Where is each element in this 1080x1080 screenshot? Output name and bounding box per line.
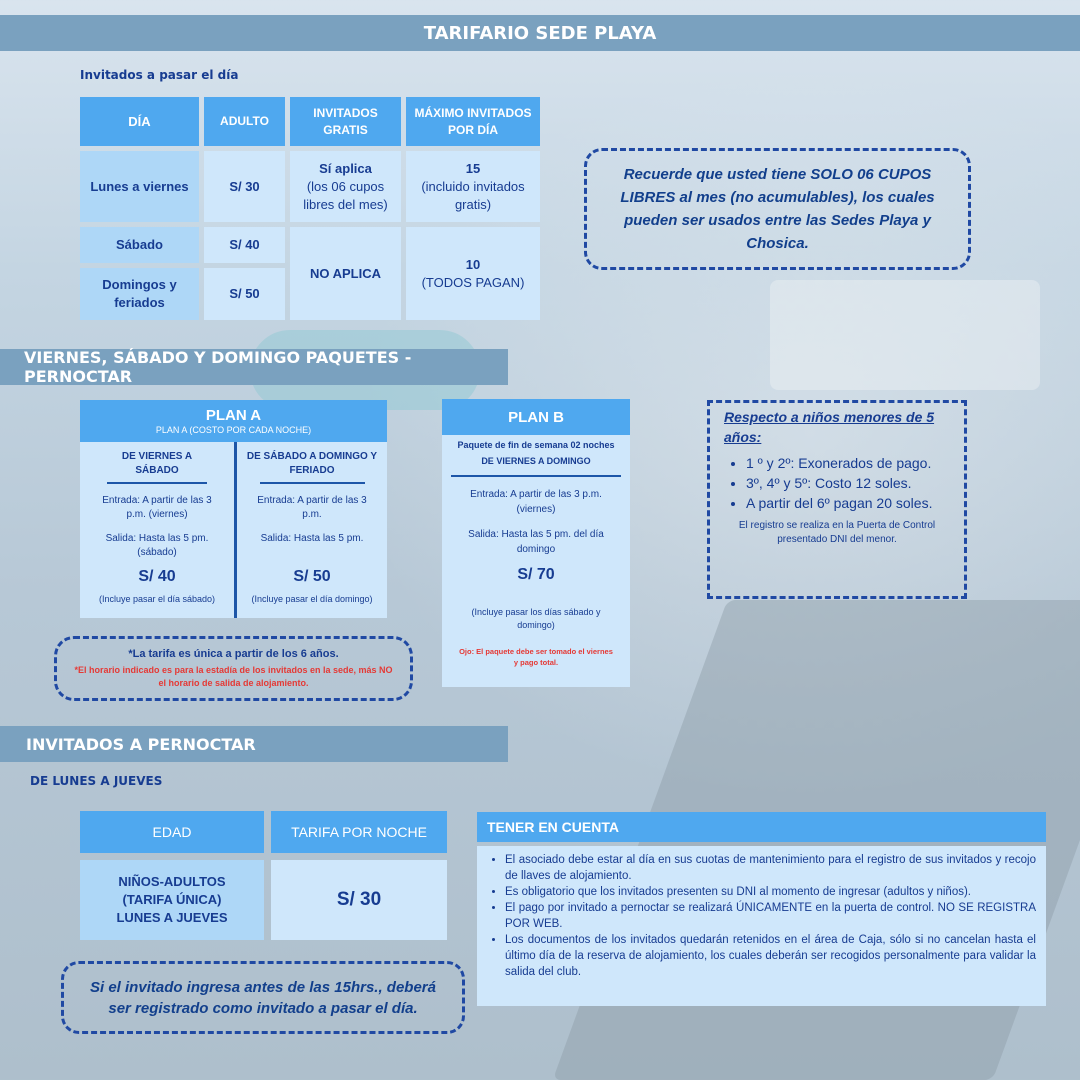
row-sunday-adult: S/ 50 [204, 268, 285, 320]
day-section-subtitle: Invitados a pasar el día [80, 68, 239, 82]
page-title: TARIFARIO SEDE PLAYA [423, 22, 657, 44]
packages-band: VIERNES, SÁBADO Y DOMINGO PAQUETES - PER… [0, 348, 508, 386]
cupos-note: Recuerde que usted tiene SOLO 06 CUPOS L… [620, 166, 935, 252]
overnight-header-rate: TARIFA POR NOCHE [271, 811, 447, 853]
packages-title: VIERNES, SÁBADO Y DOMINGO PAQUETES - PER… [24, 348, 412, 386]
overnight-age-cell: NIÑOS-ADULTOS (TARIFA ÚNICA) LUNES A JUE… [80, 860, 264, 940]
row-weekday-day: Lunes a viernes [80, 151, 199, 222]
plan-a-body: DE VIERNES A SÁBADO Entrada: A partir de… [80, 442, 387, 618]
weekend-max-cell: 10(TODOS PAGAN) [406, 227, 540, 320]
plan-a-col2: DE SÁBADO A DOMINGO Y FERIADO Entrada: A… [246, 451, 378, 604]
plan-a-header: PLAN A PLAN A (COSTO POR CADA NOCHE) [80, 400, 387, 442]
tarifa-note-box: *La tarifa es única a partir de los 6 añ… [54, 636, 413, 701]
background-building [770, 280, 1040, 390]
overnight-title: INVITADOS A PERNOCTAR [26, 734, 256, 754]
tarifa-note-line2: *El horario indicado es para la estadía … [74, 664, 393, 688]
overnight-note-box: Si el invitado ingresa antes de las 15hr… [61, 961, 465, 1034]
day-header-adult: ADULTO [204, 97, 285, 146]
row-saturday-adult: S/ 40 [204, 227, 285, 263]
plan-b-body: Paquete de fin de semana 02 noches DE VI… [442, 435, 630, 687]
row-sunday-day: Domingos y feriados [80, 268, 199, 320]
kids-box: Respecto a niños menores de 5 años: 1 º … [707, 400, 967, 599]
kids-item: 3º, 4º y 5º: Costo 12 soles. [746, 473, 950, 493]
overnight-header-age: EDAD [80, 811, 264, 853]
weekend-free-cell: NO APLICA [290, 227, 401, 320]
tener-item: El asociado debe estar al día en sus cuo… [505, 852, 1036, 884]
day-header-free: INVITADOS GRATIS [290, 97, 401, 146]
tener-header: TENER EN CUENTA [477, 812, 1046, 842]
day-header-max: MÁXIMO INVITADOS POR DÍA [406, 97, 540, 146]
tener-item: Es obligatorio que los invitados present… [505, 884, 1036, 900]
tener-item: El pago por invitado a pernoctar se real… [505, 900, 1036, 932]
kids-item: A partir del 6º pagan 20 soles. [746, 493, 950, 513]
overnight-price-cell: S/ 30 [271, 860, 447, 940]
row-weekday-free: Sí aplica(los 06 cupos libres del mes) [290, 151, 401, 222]
tener-item: Los documentos de los invitados quedarán… [505, 932, 1036, 980]
kids-item: 1 º y 2º: Exonerados de pago. [746, 453, 950, 473]
kids-title: Respecto a niños menores de 5 años: [724, 409, 935, 445]
plan-a-col1: DE VIERNES A SÁBADO Entrada: A partir de… [98, 451, 216, 604]
kids-footer: El registro se realiza en la Puerta de C… [738, 520, 936, 545]
cupos-note-box: Recuerde que usted tiene SOLO 06 CUPOS L… [584, 148, 971, 270]
tener-title: TENER EN CUENTA [487, 819, 619, 835]
row-weekday-adult: S/ 30 [204, 151, 285, 222]
day-header-day: DÍA [80, 97, 199, 146]
row-saturday-day: Sábado [80, 227, 199, 263]
title-band: TARIFARIO SEDE PLAYA [0, 15, 1080, 51]
overnight-note: Si el invitado ingresa antes de las 15hr… [90, 978, 436, 1017]
tarifa-note-line1: *La tarifa es única a partir de los 6 añ… [128, 647, 339, 660]
tener-body: El asociado debe estar al día en sus cuo… [477, 846, 1046, 1006]
plan-b-header: PLAN B [442, 399, 630, 435]
overnight-subtitle: DE LUNES A JUEVES [30, 774, 163, 788]
row-weekday-max: 15(incluido invitados gratis) [406, 151, 540, 222]
overnight-band: INVITADOS A PERNOCTAR [0, 726, 508, 762]
